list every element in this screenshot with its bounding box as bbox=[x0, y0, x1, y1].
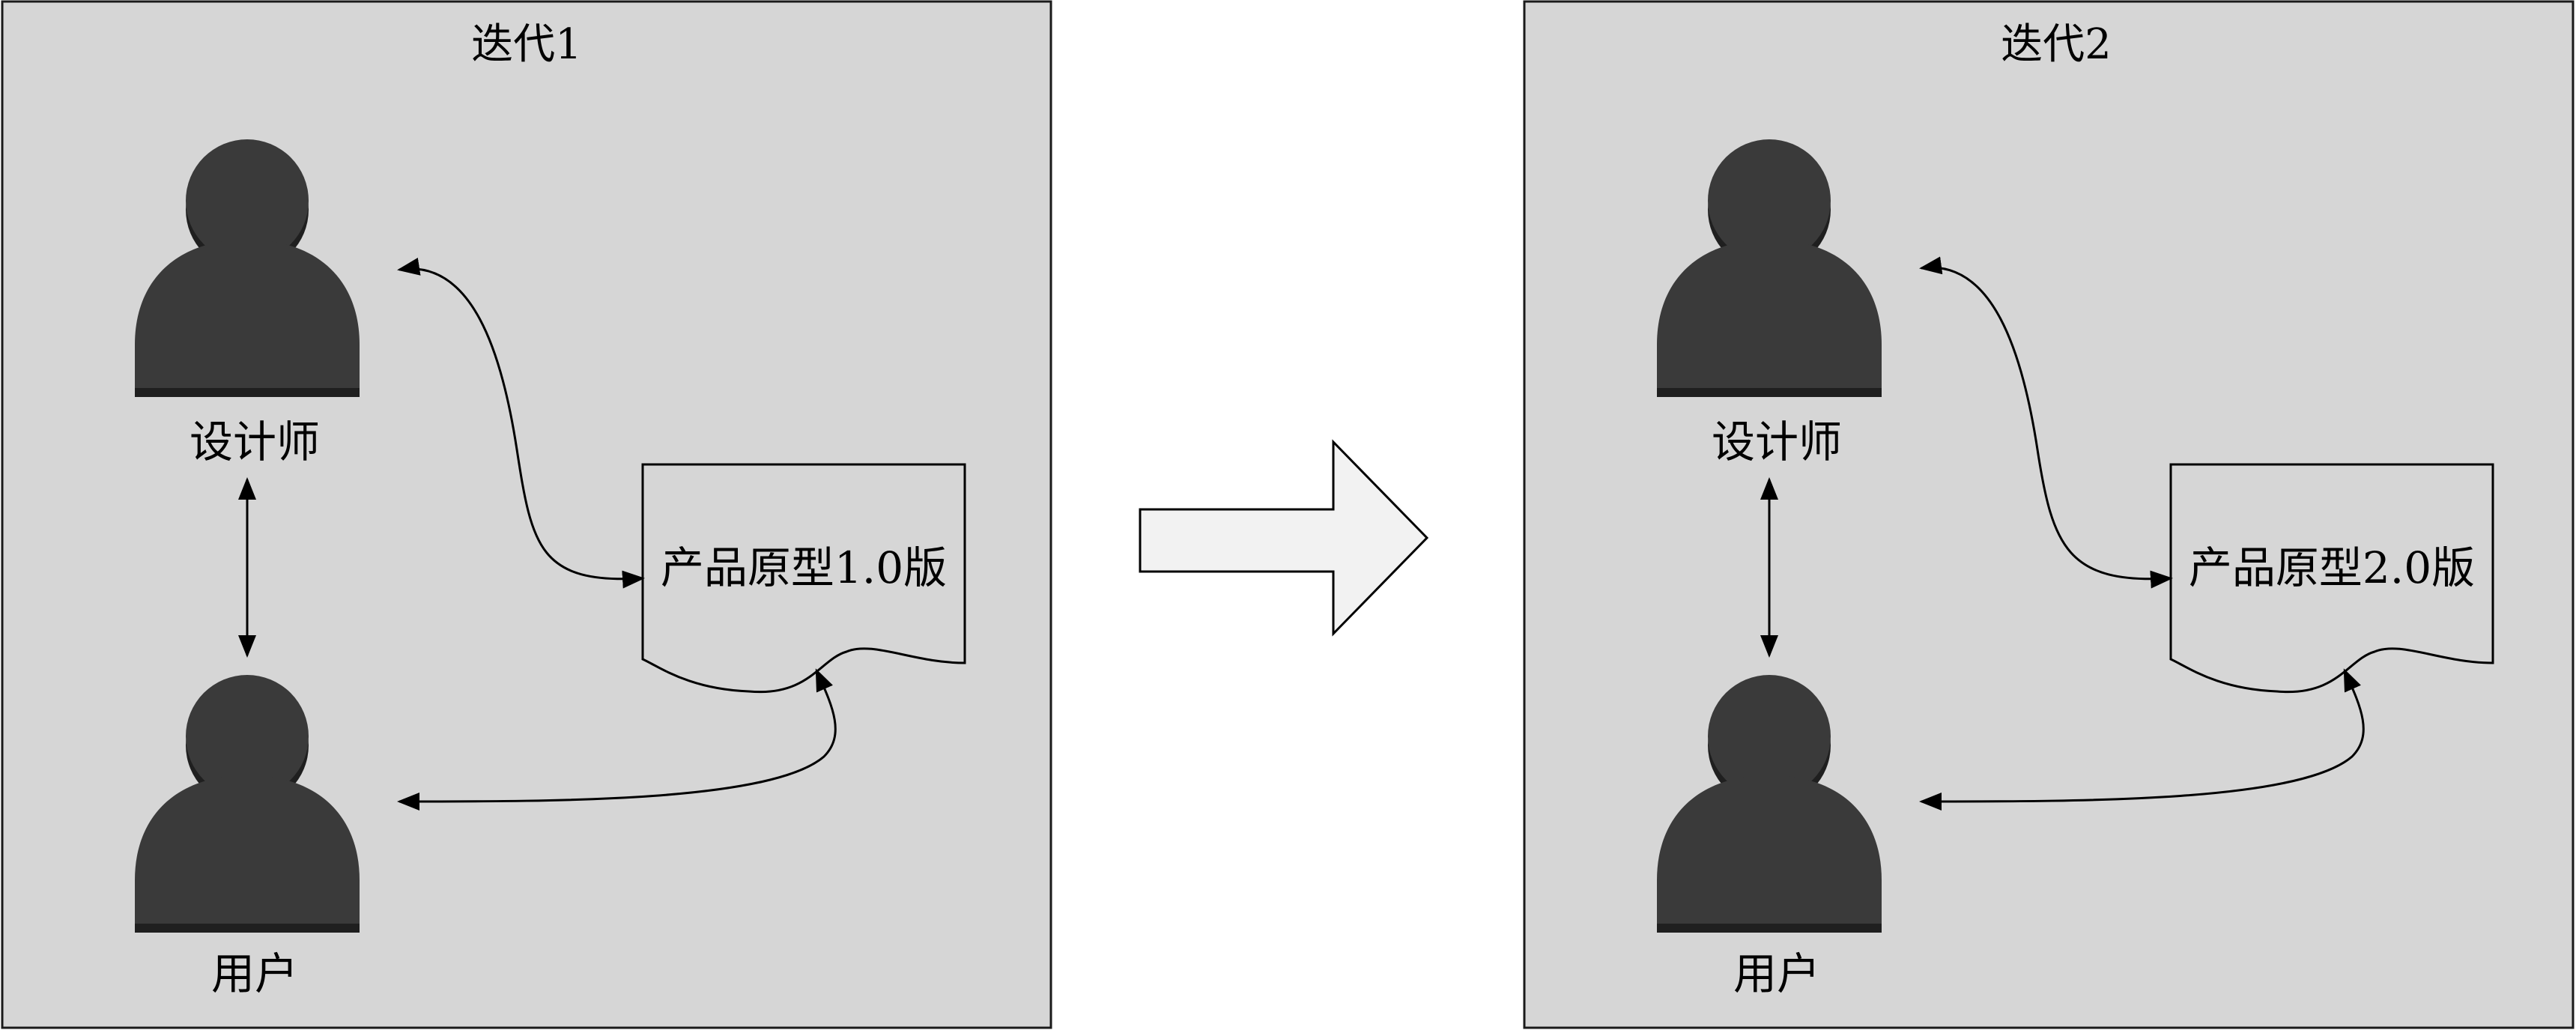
document-label: 产品原型1.0版 bbox=[661, 542, 947, 593]
designer-label: 设计师 bbox=[1712, 416, 1842, 467]
user-document-connector bbox=[1919, 668, 2365, 811]
iteration-panel-1: 迭代1 设计师 用户 产品原型1.0版 bbox=[1, 0, 1052, 1029]
right-arrow-icon bbox=[1139, 439, 1429, 637]
user-label: 用户 bbox=[1733, 948, 1820, 999]
document-icon: 产品原型2.0版 bbox=[2169, 463, 2494, 694]
user-document-connector bbox=[397, 668, 837, 811]
iteration-panel-2: 迭代2 设计师 用户 产品原型2.0版 bbox=[1523, 0, 2575, 1029]
user-label: 用户 bbox=[211, 948, 298, 999]
document-label: 产品原型2.0版 bbox=[2189, 542, 2475, 593]
designer-document-connector bbox=[397, 258, 645, 589]
designer-label: 设计师 bbox=[190, 416, 320, 467]
designer-document-connector bbox=[1919, 256, 2173, 589]
panel-title: 迭代1 bbox=[471, 20, 582, 69]
panel-title: 迭代2 bbox=[2001, 20, 2112, 69]
document-icon: 产品原型1.0版 bbox=[641, 463, 966, 694]
